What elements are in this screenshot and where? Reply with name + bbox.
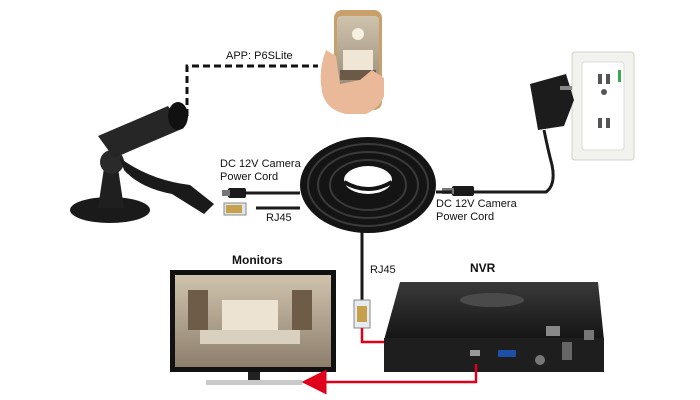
cable-reel-icon — [300, 137, 436, 233]
nvr-rj45-label: RJ45 — [370, 264, 396, 276]
camera-power-cord-label-line1: DC 12V Camera — [220, 158, 301, 170]
monitors-label: Monitors — [232, 253, 283, 267]
wireless-link-line — [185, 64, 318, 116]
monitor-icon — [170, 270, 336, 385]
nvr-label: NVR — [470, 261, 496, 275]
power-adapter-icon — [442, 74, 574, 196]
camera-power-cord-label: DC 12V Camera Power Cord — [220, 158, 301, 184]
camera-rj45-label: RJ45 — [266, 212, 292, 224]
adapter-power-cord-label: DC 12V Camera Power Cord — [436, 198, 517, 224]
camera-power-cord-label-line2: Power Cord — [220, 171, 279, 183]
nvr-to-monitor-arrow — [301, 364, 478, 395]
app-label: APP: P6SLite — [226, 50, 293, 62]
wall-outlet-icon — [571, 51, 635, 161]
adapter-power-cord-label-line1: DC 12V Camera — [436, 198, 517, 210]
smartphone-icon — [320, 10, 384, 114]
adapter-power-cord-label-line2: Power Cord — [436, 211, 495, 223]
bullet-camera-icon — [70, 102, 214, 223]
nvr-recorder-icon — [384, 282, 604, 372]
